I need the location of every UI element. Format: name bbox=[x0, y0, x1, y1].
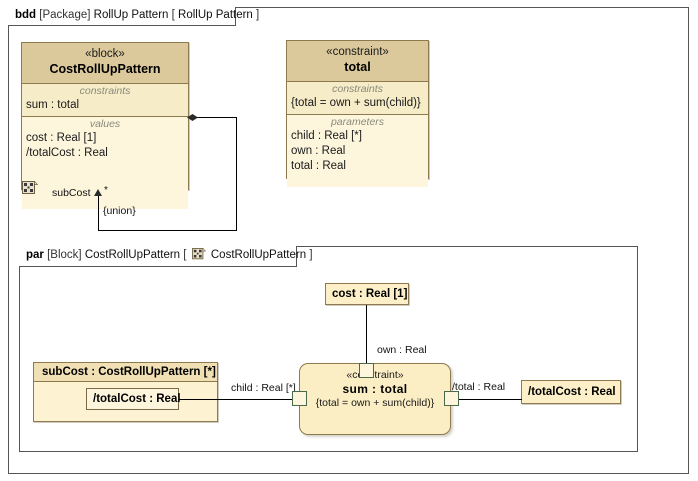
bdd-frame-bracket-open: [ bbox=[171, 9, 175, 21]
composition-diamond bbox=[187, 114, 198, 121]
par-frame-label: par [Block] CostRollUpPattern [ CostRoll… bbox=[19, 246, 313, 268]
property-totalcost[interactable]: /totalCost : Real bbox=[521, 380, 621, 404]
par-frame-name: CostRollUpPattern bbox=[84, 249, 181, 261]
connector-subcost-to-child bbox=[179, 399, 299, 400]
constraint-property-stereotype: «constraint» bbox=[346, 369, 404, 381]
constraint-property-expression: {total = own + sum(child)} bbox=[315, 397, 435, 409]
block-values-compartment: values cost : Real [1] /totalCost : Real bbox=[22, 117, 188, 209]
parameter-item: total : Real bbox=[291, 160, 346, 172]
constraint-item: sum : total bbox=[26, 99, 80, 111]
par-frame-kind: par bbox=[26, 249, 44, 261]
constraint-block-name: total bbox=[344, 60, 371, 75]
association-segment-bottom bbox=[98, 230, 237, 231]
constraints-compartment-title: constraints bbox=[79, 85, 131, 97]
bdd-frame-label: bdd [Package] RollUp Pattern [ RollUp Pa… bbox=[8, 7, 259, 26]
par-frame-type: [Block] bbox=[47, 249, 82, 261]
association-multiplicity: * bbox=[104, 185, 108, 196]
block-cost-rollup-pattern[interactable]: «block» CostRollUpPattern constraints su… bbox=[21, 42, 189, 209]
part-subcost-header: subCost : CostRollUpPattern [*] bbox=[34, 363, 217, 382]
bdd-frame-diagram-name: RollUp Pattern bbox=[178, 9, 253, 21]
block-stereotype: «block» bbox=[85, 48, 125, 60]
block-constraints-compartment: constraints sum : total bbox=[22, 84, 188, 117]
constraint-property-sum[interactable]: «constraint» sum : total {total = own + … bbox=[299, 363, 451, 435]
bdd-frame-type: [Package] bbox=[39, 9, 91, 21]
constraint-block-total[interactable]: «constraint» total constraints {total = … bbox=[286, 40, 429, 187]
constraint-property-name: sum : total bbox=[342, 382, 408, 396]
association-end-name: subCost bbox=[52, 187, 91, 199]
par-frame bbox=[19, 246, 638, 452]
par-frame-bracket-open: [ bbox=[183, 249, 187, 261]
parameter-item: own : Real bbox=[291, 145, 346, 157]
port-child[interactable] bbox=[292, 391, 307, 406]
property-cost[interactable]: cost : Real [1] bbox=[325, 283, 409, 305]
connector-label-total: /total : Real bbox=[452, 381, 506, 393]
connector-label-own: own : Real bbox=[377, 344, 427, 356]
value-item: /totalCost : Real bbox=[26, 147, 108, 159]
association-segment-left bbox=[98, 196, 99, 231]
bdd-frame-name: RollUp Pattern bbox=[93, 9, 169, 21]
constraint-block-header: «constraint» total bbox=[287, 41, 428, 82]
connector-cost-to-own bbox=[366, 305, 367, 363]
property-subcost-totalcost[interactable]: /totalCost : Real bbox=[86, 388, 181, 410]
value-item: cost : Real [1] bbox=[26, 132, 97, 144]
constraint-block-stereotype: «constraint» bbox=[326, 46, 389, 58]
par-frame-diagram-name: CostRollUpPattern bbox=[210, 249, 307, 261]
bdd-frame-kind: bdd bbox=[15, 9, 37, 21]
block-header: «block» CostRollUpPattern bbox=[22, 43, 188, 84]
port-total[interactable] bbox=[444, 391, 459, 406]
association-union-property: {union} bbox=[103, 205, 136, 217]
port-own[interactable] bbox=[359, 363, 374, 378]
parameters-compartment-title: parameters bbox=[330, 116, 385, 128]
bdd-frame bbox=[8, 7, 689, 474]
part-subcost[interactable]: subCost : CostRollUpPattern [*] bbox=[33, 362, 218, 422]
values-compartment-title: values bbox=[89, 118, 121, 130]
parameter-item: child : Real [*] bbox=[291, 130, 362, 142]
connector-total-to-totalcost bbox=[459, 399, 522, 400]
connector-label-child: child : Real [*] bbox=[231, 382, 296, 394]
constraint-block-parameters-compartment: parameters child : Real [*] own : Real t… bbox=[287, 115, 428, 187]
association-segment-right bbox=[236, 117, 237, 231]
bdd-frame-bracket-close: ] bbox=[256, 9, 260, 21]
constraint-block-constraints-compartment: constraints {total = own + sum(child)} bbox=[287, 82, 428, 115]
association-arrowhead bbox=[94, 189, 102, 196]
constraints-compartment-title: constraints bbox=[332, 83, 383, 95]
parametric-diagram-icon bbox=[191, 247, 206, 268]
parametric-diagram-icon[interactable] bbox=[22, 181, 38, 196]
par-frame-bracket-close: ] bbox=[309, 249, 313, 261]
block-name: CostRollUpPattern bbox=[49, 62, 161, 77]
association-segment-top bbox=[197, 117, 237, 118]
constraint-item: {total = own + sum(child)} bbox=[291, 97, 421, 109]
